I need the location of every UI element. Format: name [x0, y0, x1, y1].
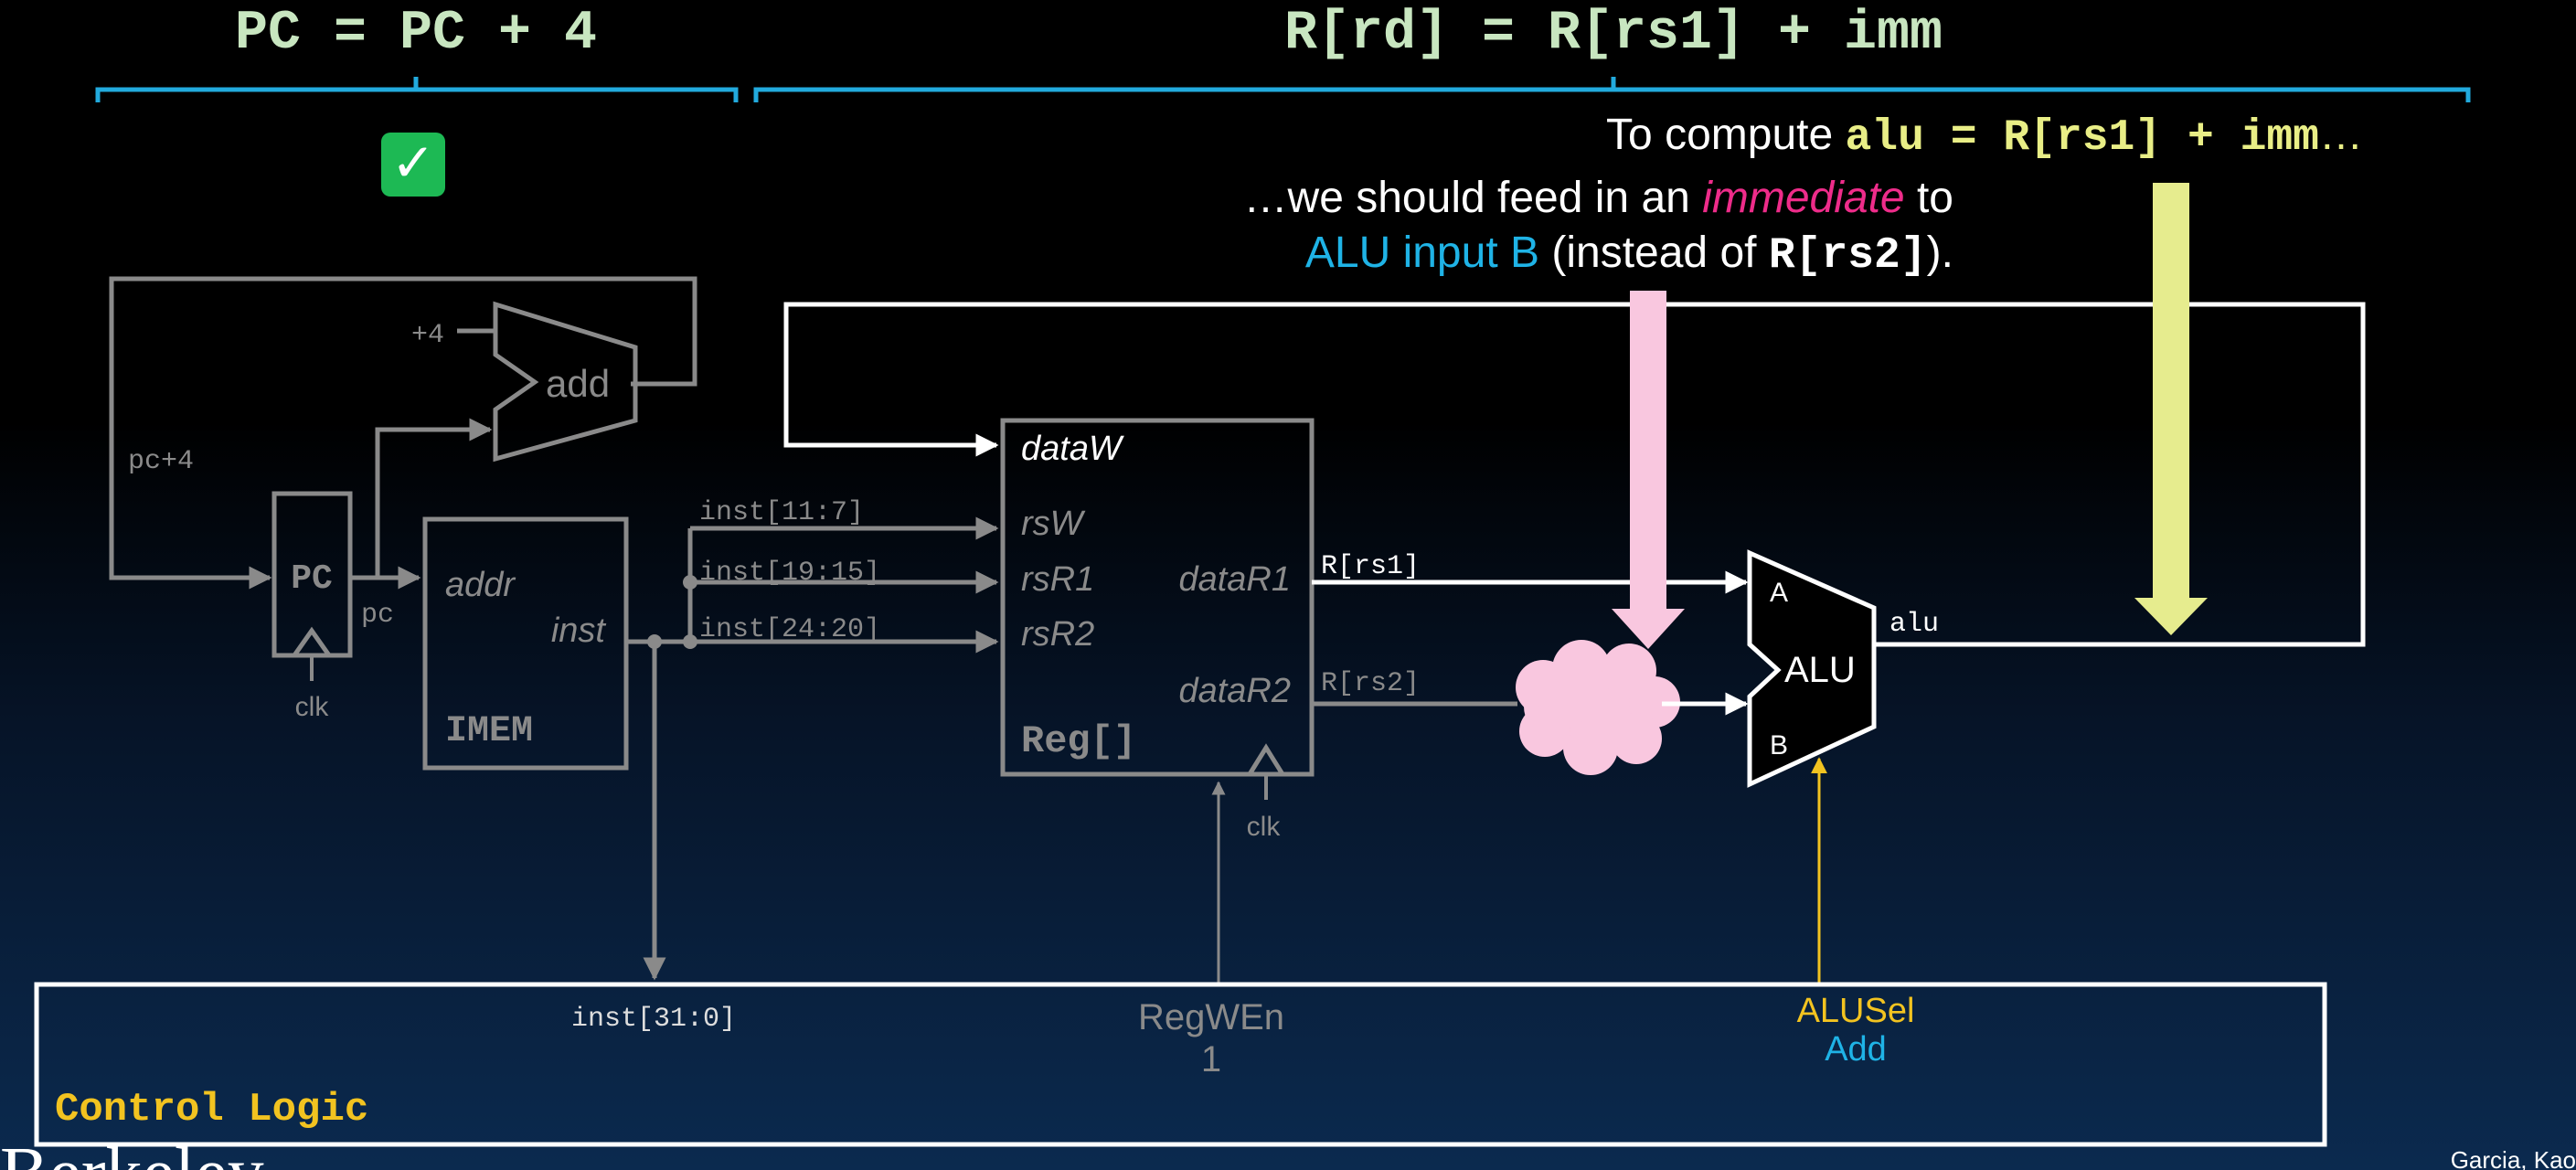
- regfile-dataw-label: dataW: [1021, 430, 1124, 468]
- pc-plus4-feedback-wire: [109, 276, 697, 590]
- alusel-label: ALUSel: [1797, 992, 1915, 1030]
- pc-clock-triangle: [292, 626, 332, 657]
- regfile-rsr1-label: rsR1: [1021, 560, 1094, 599]
- control-logic-block: [34, 982, 2327, 1147]
- control-logic-title: Control Logic: [55, 1087, 368, 1133]
- regfile-datar1-label: dataR1: [1178, 560, 1291, 599]
- pink-arrow-icon: [1612, 291, 1685, 649]
- alu-out-label: alu: [1889, 609, 1939, 640]
- immediate-cloud: [1516, 640, 1680, 775]
- regfile-datar2-label: dataR2: [1178, 672, 1291, 710]
- pc-brace: [95, 77, 739, 102]
- plus4-label: +4: [411, 320, 444, 351]
- regfile-clk-label: clk: [1247, 812, 1282, 842]
- writeback-wire: [783, 302, 2366, 647]
- pc-register-label: PC: [291, 559, 333, 599]
- inst-junction-1: [647, 634, 662, 649]
- pc-adder: [493, 301, 638, 463]
- regwen-label: RegWEn: [1138, 997, 1284, 1037]
- regwen-value: 1: [1201, 1039, 1221, 1080]
- inst-11-7-label: inst[11:7]: [699, 497, 864, 528]
- inst-24-20-label: inst[24:20]: [699, 614, 880, 645]
- inst-19-15-label: inst[19:15]: [699, 558, 880, 589]
- pc-clk-label: clk: [295, 692, 330, 722]
- register-file: [1000, 418, 1315, 777]
- regfile-rsr2-label: rsR2: [1021, 615, 1094, 654]
- regfile-name: Reg[]: [1021, 719, 1136, 763]
- feed-annotation-line2: ALU input B (instead of R[rs2]).: [1247, 229, 1990, 281]
- reg-update-heading: R[rd] = R[rs1] + imm: [1284, 3, 1943, 65]
- regfile-clock-triangle: [1247, 743, 1285, 776]
- imem-name: IMEM: [445, 711, 533, 752]
- alu-block: [1747, 549, 1877, 788]
- compute-annotation: To compute alu = R[rs1] + imm…: [1546, 111, 2400, 163]
- regfile-rsw-label: rsW: [1021, 505, 1086, 543]
- feed-annotation-line1: …we should feed in an immediate to: [1183, 174, 1990, 222]
- pc-to-adder-wire: [375, 418, 493, 578]
- alu-b-label: B: [1770, 730, 1788, 760]
- r-rs1-label: R[rs1]: [1321, 551, 1420, 582]
- footer-left: Berkeley: [0, 1133, 264, 1170]
- r-rs2-label: R[rs2]: [1321, 668, 1420, 699]
- imem-inst-label: inst: [551, 612, 607, 650]
- imem-addr-label: addr: [445, 566, 516, 604]
- alu-name: ALU: [1784, 650, 1856, 690]
- alu-a-label: A: [1770, 578, 1788, 608]
- inst-31-0-label: inst[31:0]: [571, 1004, 736, 1035]
- pc-update-heading: PC = PC + 4: [235, 3, 597, 65]
- check-icon: ✓: [381, 133, 445, 197]
- pc-plus4-label: pc+4: [128, 446, 194, 477]
- footer-right: Garcia, Kao: [2451, 1146, 2576, 1170]
- svg-text:✓: ✓: [391, 133, 436, 193]
- pc-register: [271, 491, 353, 658]
- reg-brace: [753, 77, 2471, 102]
- adder-label: add: [546, 362, 610, 405]
- pc-wire-label: pc: [361, 600, 394, 631]
- alusel-value: Add: [1825, 1030, 1887, 1069]
- yellow-arrow-icon: [2134, 183, 2208, 635]
